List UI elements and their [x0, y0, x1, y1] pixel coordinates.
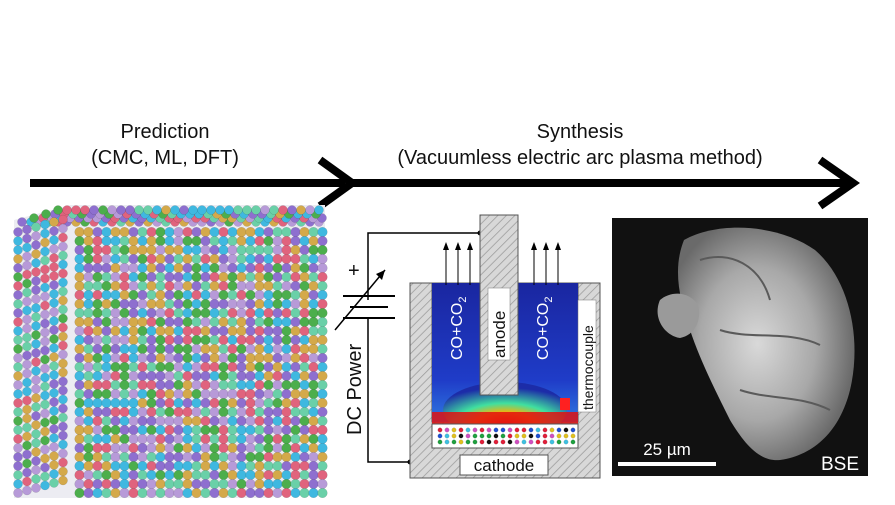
imaging-mode-label: BSE: [821, 454, 859, 475]
gas-label-left: CO+CO2: [449, 297, 469, 360]
cathode-label: cathode: [474, 456, 535, 475]
prediction-arrow: [30, 156, 359, 210]
crystal-structure-model: [13, 205, 328, 499]
sem-micrograph: [612, 218, 868, 476]
gas-label-right: CO+CO2: [535, 297, 555, 360]
prediction-title: Prediction: [120, 121, 210, 143]
plus-sign: +: [348, 260, 360, 282]
anode-electrode: [479, 214, 519, 396]
dc-power-label: DC Power: [344, 344, 366, 435]
cathode-powder: [431, 423, 579, 449]
anode-label: anode: [490, 311, 509, 358]
gas-outlet-arrows: [443, 242, 561, 285]
thermocouple-label: thermocouple: [580, 325, 596, 410]
synthesis-title: Synthesis: [536, 121, 624, 143]
crystal-front-face: [74, 226, 328, 499]
prediction-subtitle: (CMC, ML, DFT): [91, 147, 239, 169]
synthesis-arrow: [352, 156, 860, 210]
crystal-side-face: [13, 214, 68, 498]
scale-bar-label: 25 µm: [643, 440, 691, 459]
synthesis-subtitle: (Vacuumless electric arc plasma method): [397, 147, 763, 169]
